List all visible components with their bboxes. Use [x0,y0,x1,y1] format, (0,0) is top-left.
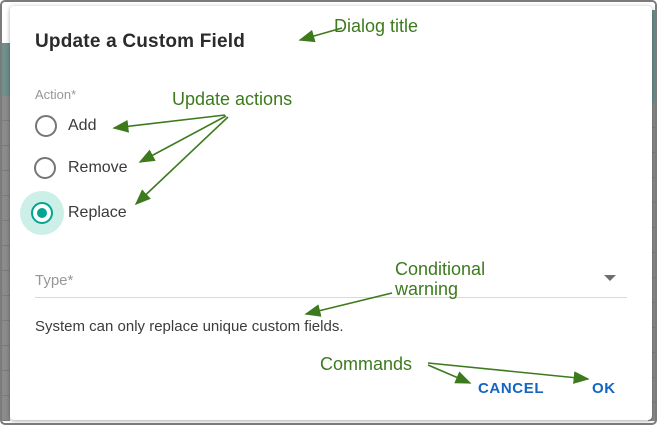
ok-button[interactable]: OK [592,380,616,397]
type-field-underline [35,297,627,298]
radio-remove[interactable] [34,157,56,179]
radio-remove-label[interactable]: Remove [68,159,128,176]
radio-add-label[interactable]: Add [68,117,97,134]
dialog-title: Update a Custom Field [35,31,246,52]
action-field-label: Action* [35,87,77,102]
radio-add[interactable] [35,115,57,137]
type-field-label[interactable]: Type* [35,272,74,289]
annotation-commands: Commands [320,354,413,374]
annotation-update-actions: Update actions [172,89,293,109]
radio-replace[interactable] [31,202,53,224]
cancel-button[interactable]: CANCEL [478,380,545,397]
annotation-conditional-warning: Conditional warning [395,259,486,299]
conditional-warning-text: System can only replace unique custom fi… [35,318,344,335]
dropdown-caret-icon[interactable] [604,275,616,281]
annotation-dialog-title: Dialog title [334,16,419,36]
radio-replace-label[interactable]: Replace [68,204,127,221]
update-custom-field-dialog [10,6,652,420]
dimmed-background-left [2,2,10,421]
